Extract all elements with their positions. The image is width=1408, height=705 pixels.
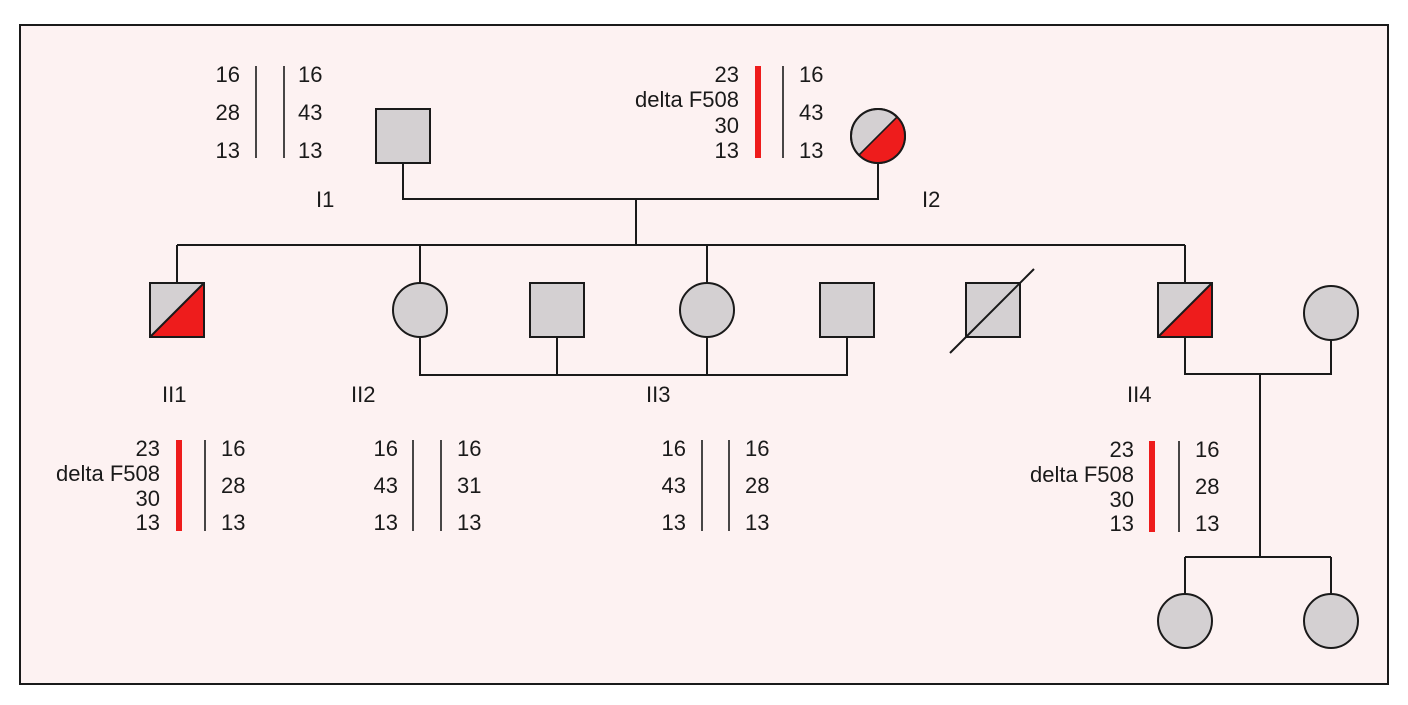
diagram-frame <box>19 24 1389 685</box>
individual-III-child-1 <box>1157 593 1213 649</box>
hap-I1-l1: 28 <box>216 100 240 125</box>
hap-II2-r2: 13 <box>457 510 481 535</box>
hap-II1-l2: 30 <box>136 486 160 511</box>
individual-deceased <box>949 268 1035 354</box>
hap-II3-r0: 16 <box>745 436 769 461</box>
hap-II1-r2: 13 <box>221 510 245 535</box>
individual-II4-spouse <box>1303 285 1359 341</box>
haplotype-II2: 16 43 13 16 31 13 <box>374 436 482 535</box>
individual-I1 <box>375 108 431 164</box>
hap-II4-r1: 28 <box>1195 474 1219 499</box>
individual-II1 <box>149 282 205 338</box>
hap-II2-l0: 16 <box>374 436 398 461</box>
hap-II1-l0: 23 <box>136 436 160 461</box>
hap-I1-r1: 43 <box>298 100 322 125</box>
hap-II3-l0: 16 <box>662 436 686 461</box>
hap-II4-l2: 30 <box>1110 487 1134 512</box>
individual-I2 <box>850 108 906 164</box>
individual-II4 <box>1157 282 1213 338</box>
hap-I2-l3: 13 <box>715 138 739 163</box>
hap-I2-l1: delta F508 <box>635 87 739 112</box>
label-I1: I1 <box>316 187 334 212</box>
hap-I1-r2: 13 <box>298 138 322 163</box>
individual-II3 <box>679 282 735 338</box>
hap-II4-r2: 13 <box>1195 511 1219 536</box>
hap-I2-l0: 23 <box>715 62 739 87</box>
haplotype-II4: 23 delta F508 30 13 16 28 13 <box>1030 437 1219 536</box>
hap-II1-r1: 28 <box>221 473 245 498</box>
label-II3: II3 <box>646 382 670 407</box>
hap-I1-l0: 16 <box>216 62 240 87</box>
line-I2-down <box>636 163 879 200</box>
hap-II1-r0: 16 <box>221 436 245 461</box>
line-marriage-II4 <box>1184 338 1332 375</box>
haplotype-II3: 16 43 13 16 28 13 <box>662 436 770 535</box>
haplotype-I1: 16 28 13 16 43 13 <box>216 62 323 163</box>
hap-II4-l1: delta F508 <box>1030 462 1134 487</box>
hap-II4-l3: 13 <box>1110 511 1134 536</box>
haplotype-I2: 23 delta F508 30 13 16 43 13 <box>635 62 823 163</box>
hap-I1-r0: 16 <box>298 62 322 87</box>
pedigree-lines <box>176 163 1332 594</box>
hap-I1-l2: 13 <box>216 138 240 163</box>
hap-I2-r1: 43 <box>799 100 823 125</box>
hap-I2-r0: 16 <box>799 62 823 87</box>
hap-II3-l2: 13 <box>662 510 686 535</box>
individual-II3-spouse <box>819 282 875 338</box>
hap-I2-r2: 13 <box>799 138 823 163</box>
hap-II2-l2: 13 <box>374 510 398 535</box>
individual-III-child-2 <box>1303 593 1359 649</box>
hap-II2-l1: 43 <box>374 473 398 498</box>
hap-II3-r2: 13 <box>745 510 769 535</box>
label-II2: II2 <box>351 382 375 407</box>
hap-II3-l1: 43 <box>662 473 686 498</box>
hap-II2-r0: 16 <box>457 436 481 461</box>
label-II1: II1 <box>162 382 186 407</box>
individual-II2 <box>392 282 448 338</box>
line-I1-down <box>402 164 636 200</box>
hap-II3-r1: 28 <box>745 473 769 498</box>
hap-II2-r1: 31 <box>457 473 481 498</box>
line-marriage-II2-II3 <box>419 338 848 376</box>
hap-II4-l0: 23 <box>1110 437 1134 462</box>
hap-II1-l1: delta F508 <box>56 461 160 486</box>
hap-I2-l2: 30 <box>715 113 739 138</box>
label-I2: I2 <box>922 187 940 212</box>
hap-II1-l3: 13 <box>136 510 160 535</box>
label-II4: II4 <box>1127 382 1151 407</box>
haplotype-II1: 23 delta F508 30 13 16 28 13 <box>56 436 245 535</box>
individual-II2-spouse <box>529 282 585 338</box>
hap-II4-r0: 16 <box>1195 437 1219 462</box>
